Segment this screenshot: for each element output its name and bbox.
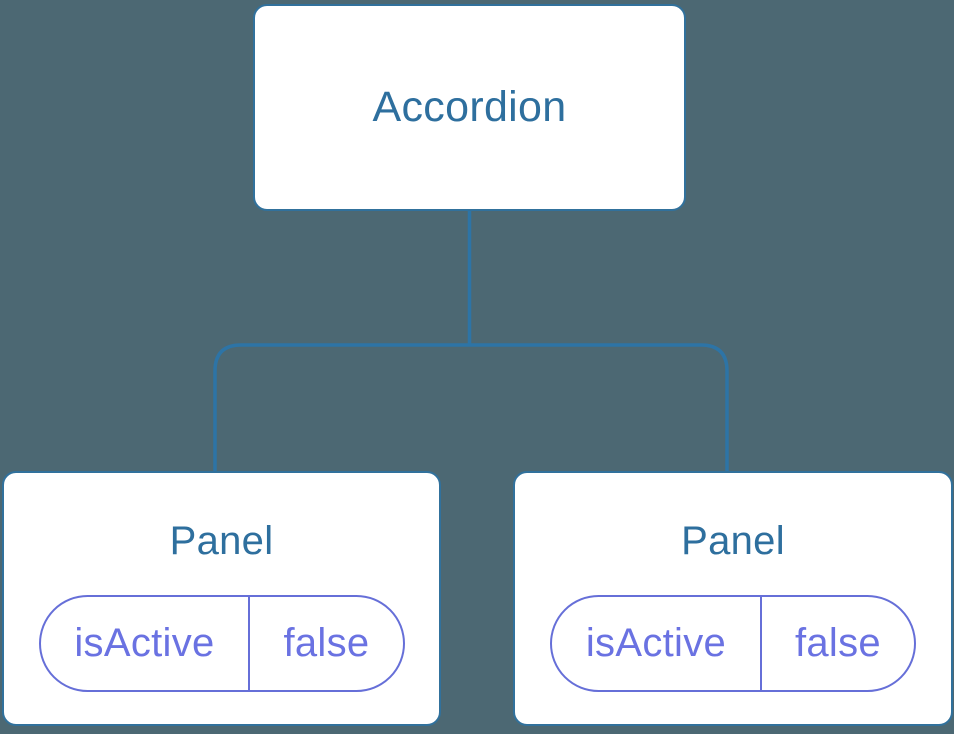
- node-panel-right: Panel isActive false: [513, 471, 953, 726]
- node-panel-left-label: Panel: [169, 519, 274, 563]
- prop-pill-right: isActive false: [550, 595, 916, 692]
- node-panel-right-label: Panel: [681, 519, 785, 563]
- node-panel-left: Panel isActive false: [2, 471, 441, 726]
- prop-value: false: [283, 621, 370, 665]
- prop-name: isActive: [552, 597, 762, 690]
- prop-value: false: [794, 621, 881, 665]
- branch-bracket: [213, 343, 729, 472]
- node-accordion: Accordion: [253, 4, 686, 211]
- prop-pill-left: isActive false: [38, 595, 405, 692]
- node-accordion-label: Accordion: [372, 83, 567, 131]
- prop-name: isActive: [41, 597, 251, 690]
